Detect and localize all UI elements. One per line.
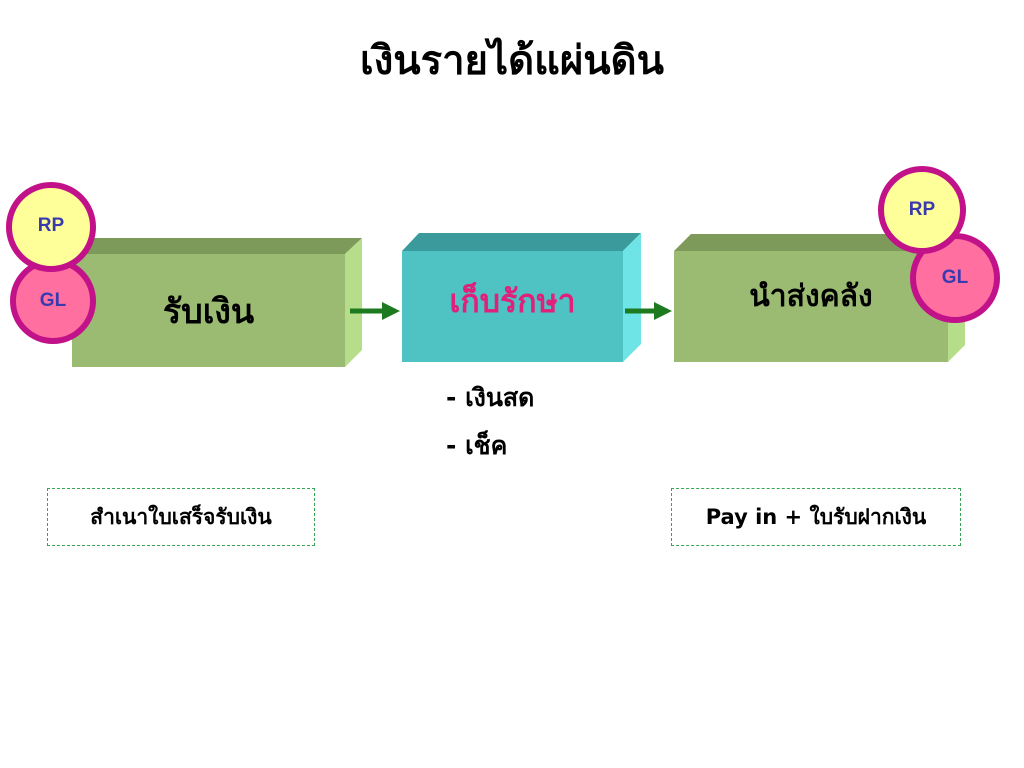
step-label-deliver: นำส่งคลัง: [749, 279, 873, 314]
step-label-receive: รับเงิน: [162, 291, 255, 332]
step-box-receive-top: [72, 238, 362, 254]
rp-circle-right: [878, 166, 966, 254]
step-box-receive-side: [345, 238, 362, 367]
rp-circle-left: [6, 182, 96, 272]
arrow-store-to-deliver: [625, 302, 672, 320]
storage-item-cheque: - เช็ค: [446, 431, 508, 460]
step-box-store-front: [402, 251, 623, 362]
step-box-store: [402, 233, 641, 362]
step-box-store-side: [623, 233, 641, 362]
step-label-store: เก็บรักษา: [449, 282, 576, 320]
gl-label-right: GL: [941, 267, 969, 288]
gl-label-left: GL: [39, 290, 67, 311]
storage-item-cash: - เงินสด: [446, 383, 535, 412]
rp-label-left: RP: [37, 215, 65, 236]
rp-label-right: RP: [908, 199, 936, 220]
page-title: เงินรายได้แผ่นดิน: [360, 38, 664, 84]
step-box-store-top: [402, 233, 641, 251]
step-box-receive-front: [72, 254, 345, 367]
arrow-receive-to-store: [350, 302, 400, 320]
step-box-deliver-front: [674, 251, 948, 362]
step-box-receive: [72, 238, 362, 367]
note-pay-in: Pay in + ใบรับฝากเงิน: [671, 488, 961, 546]
note-receipt-copy: สำเนาใบเสร็จรับเงิน: [47, 488, 315, 546]
